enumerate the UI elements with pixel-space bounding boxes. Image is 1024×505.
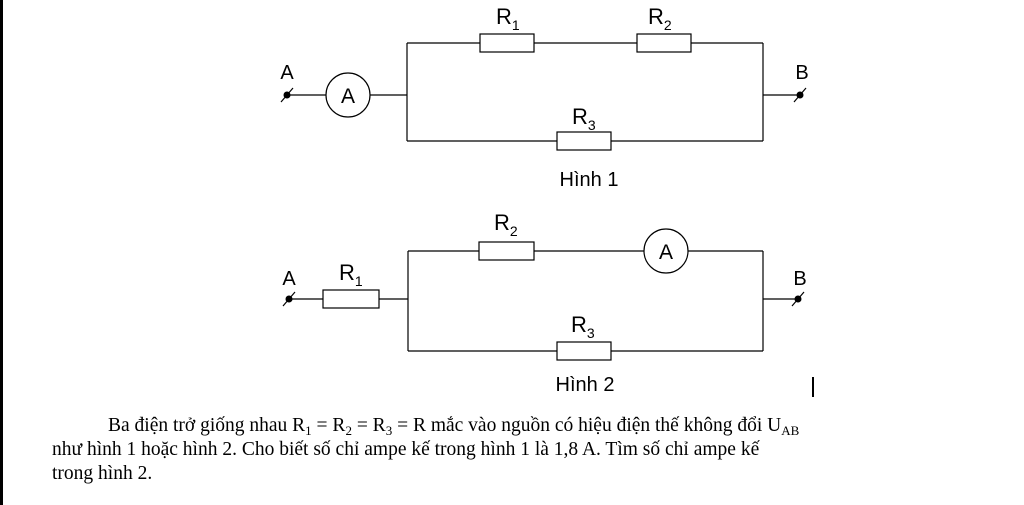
fig2-ammeter (643, 228, 689, 274)
fig2-r2-label: R2 (494, 210, 518, 239)
fig1-terminal-b-tick (793, 87, 807, 103)
figure-1: A B A R1 R2 R3 Hình 1 (280, 4, 808, 191)
fig1-caption: Hình 1 (560, 169, 619, 191)
fig1-label-b: B (795, 62, 808, 84)
fig2-ammeter-label: A (659, 241, 673, 264)
figure-2: A B R1 R2 A R3 Hình 2 (282, 210, 806, 396)
fig2-r3-label: R3 (571, 312, 595, 341)
problem-statement: Ba điện trở giống nhau R1 = R2 = R3 = R … (52, 414, 1020, 486)
fig2-label-b: B (793, 268, 806, 290)
problem-line-1: Ba điện trở giống nhau R1 = R2 = R3 = R … (108, 415, 800, 438)
fig1-resistor-r2 (636, 33, 692, 53)
problem-line-3: trong hình 2. (52, 463, 153, 484)
fig2-r1-label: R1 (339, 260, 363, 289)
fig1-r3-label: R3 (572, 104, 596, 133)
fig1-resistor-r1 (479, 33, 535, 53)
fig2-terminal-b-tick (791, 291, 805, 307)
fig1-label-a: A (280, 62, 294, 84)
fig1-ammeter (325, 72, 371, 118)
fig1-terminal-a-tick (280, 87, 294, 103)
fig1-ammeter-label: A (341, 85, 355, 108)
fig2-terminal-a-tick (282, 291, 296, 307)
fig1-r1-label: R1 (496, 4, 520, 33)
fig2-caption: Hình 2 (556, 374, 615, 396)
left-border (0, 0, 3, 505)
fig2-resistor-r2 (478, 241, 535, 261)
fig1-resistor-r3 (556, 131, 612, 151)
fig1-r2-label: R2 (648, 4, 672, 33)
fig2-label-a: A (282, 268, 296, 290)
text-cursor (812, 377, 814, 397)
circuit-diagrams: A B A R1 R2 R3 Hình 1 A (280, 4, 808, 396)
problem-line-2: như hình 1 hoặc hình 2. Cho biết số chỉ … (52, 439, 760, 460)
fig2-resistor-r1 (322, 289, 380, 309)
fig2-resistor-r3 (556, 341, 612, 361)
